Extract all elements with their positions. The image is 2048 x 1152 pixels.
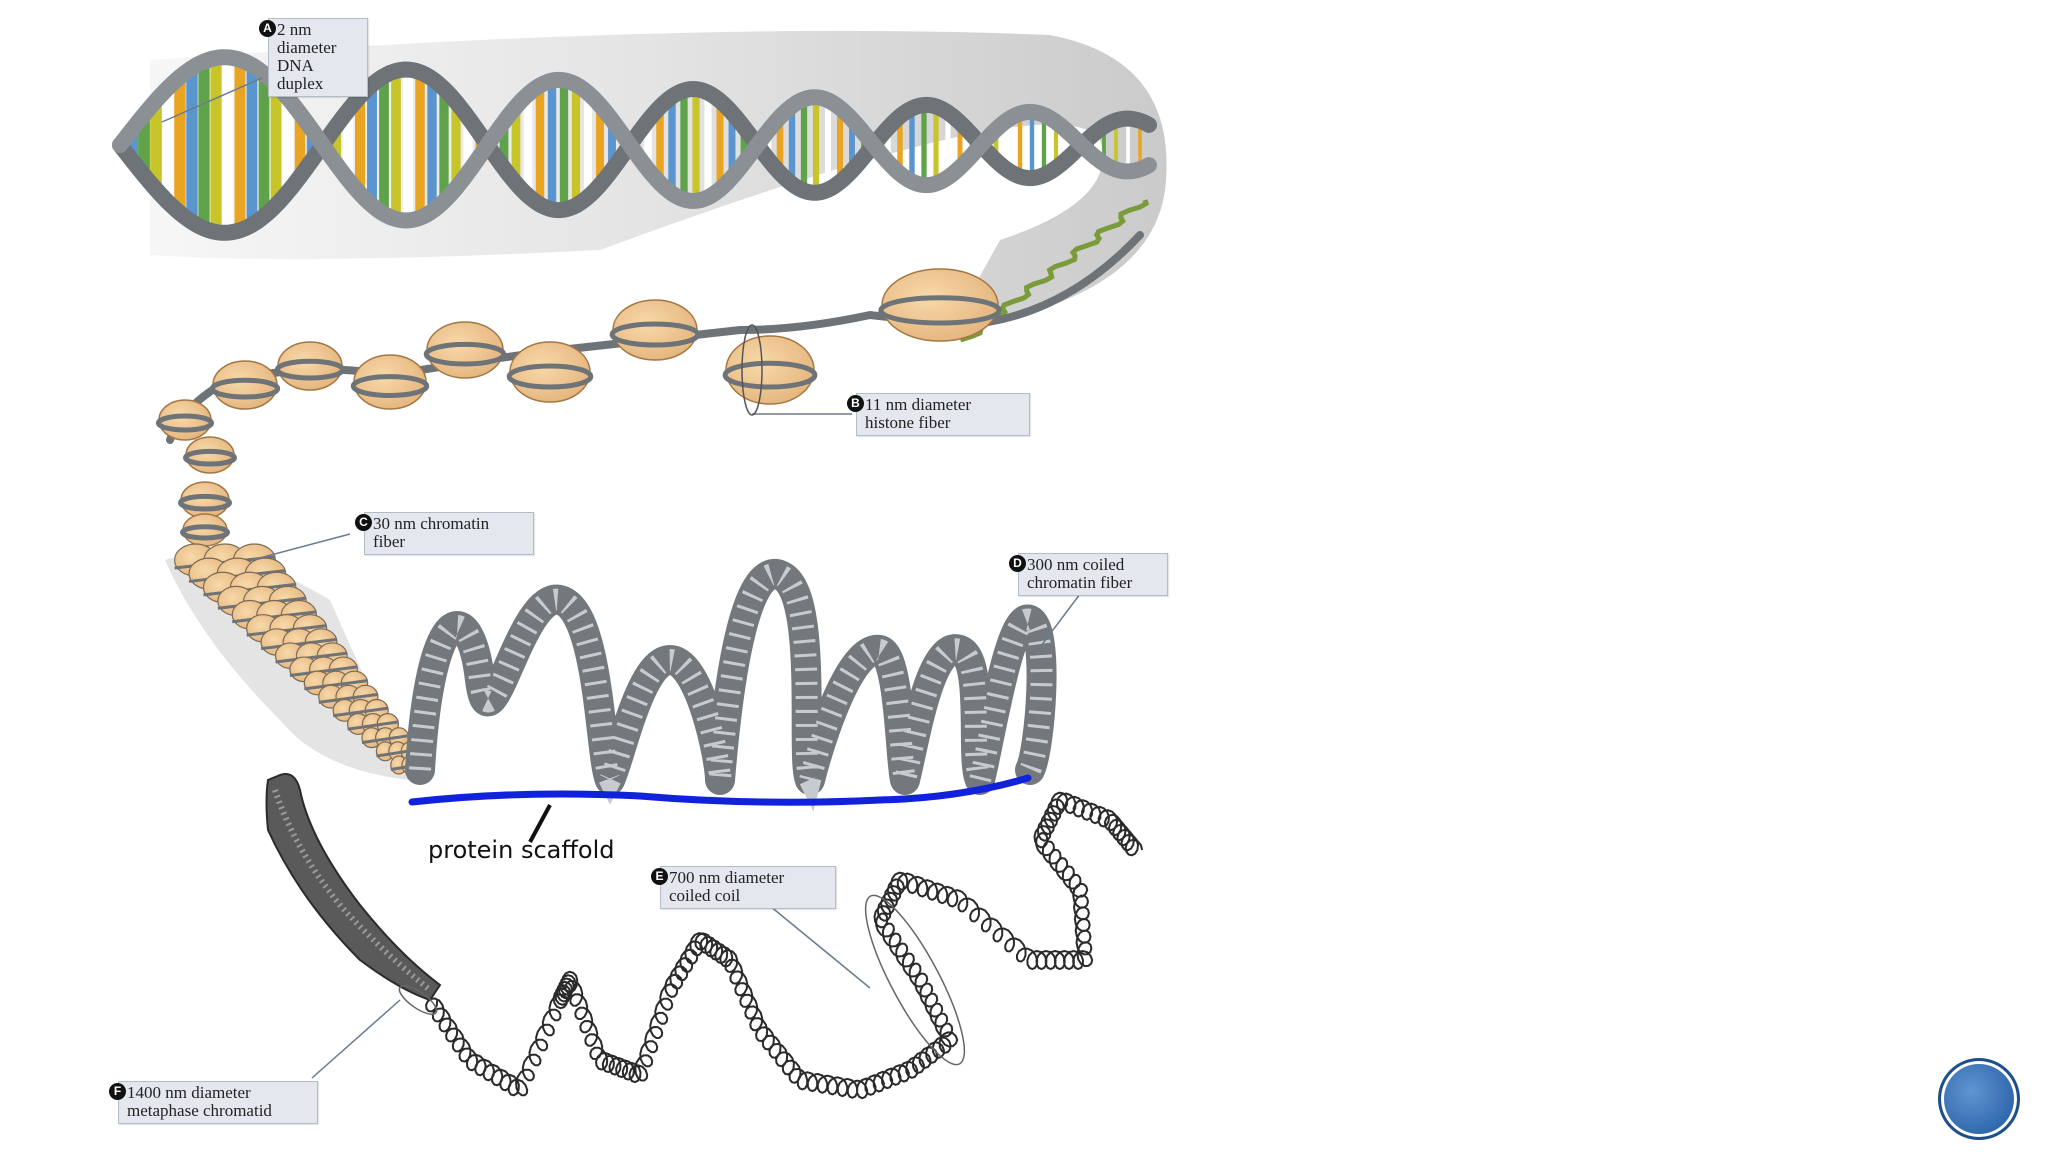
nucleosome-dna-wrap [209, 377, 281, 400]
leader-f [311, 999, 401, 1079]
coil-highlight-ellipse [864, 894, 966, 1066]
chromatin-wrap [304, 679, 368, 691]
nucleosome-dna-wrap [423, 341, 507, 367]
scaffold-pointer [528, 804, 552, 843]
nucleosome-dna-wrap [183, 448, 237, 467]
nucleosome-dna-wrap [506, 363, 594, 390]
chromatin-wrap [332, 706, 389, 718]
chromatin-wrap [260, 637, 338, 651]
histone-fiber [155, 268, 1002, 547]
chromatin-30nm-fiber [174, 543, 430, 775]
badge-e: E [651, 868, 668, 885]
dna-backbone-strand [112, 49, 1157, 229]
circle-button[interactable] [1938, 1058, 2020, 1140]
nucleosome-dna-wrap [350, 374, 430, 398]
chromatin-wrap [217, 596, 307, 610]
chromatin-wrap [275, 651, 348, 664]
leader-c [251, 533, 351, 561]
nucleosome-dna-wrap [178, 493, 232, 512]
label-e-text: 700 nm diameter coiled coil [669, 868, 785, 905]
coil-path [425, 791, 1144, 1100]
protein-scaffold-label: protein scaffold [428, 836, 615, 864]
chromatin-wrap [361, 734, 409, 745]
badge-f: F [109, 1083, 126, 1100]
chromatin-wrap [246, 624, 327, 637]
nucleosome [612, 299, 698, 361]
coiled-chromatin-loops-stripes [409, 563, 1053, 812]
nucleosome-dna-wrap [180, 524, 230, 541]
coiled-coil [425, 791, 1144, 1100]
leader-d [1037, 593, 1081, 651]
nucleosome [353, 354, 427, 410]
chromatin-wrap [232, 610, 317, 624]
nucleosome-dna-wrap [274, 358, 346, 381]
label-f-metaphase-chromatid: F 1400 nm diameter metaphase chromatid [109, 1081, 318, 1124]
nucleosome-dna-wrap [722, 360, 818, 390]
label-f-text: 1400 nm diameter metaphase chromatid [127, 1083, 272, 1120]
metaphase-chromatid [265, 773, 442, 1002]
leader-b-ring [741, 324, 763, 416]
label-d-coiled-fiber: D 300 nm coiled chromatin fiber [1009, 553, 1168, 596]
label-e-coiled-coil: E 700 nm diameter coiled coil [651, 866, 836, 909]
nucleosome [725, 335, 815, 405]
nucleosome-dna-wrap [609, 321, 701, 348]
leader-a [161, 77, 263, 123]
label-b-text: 11 nm diameter histone fiber [865, 395, 972, 432]
badge-b: B [847, 395, 864, 412]
chromatin-wrap [289, 665, 358, 677]
label-b-histone-fiber: B 11 nm diameter histone fiber [847, 393, 1030, 436]
metaphase-chromatid-texture [272, 789, 432, 993]
nucleosome-dna-wrap [878, 295, 1002, 326]
label-c-chromatin-fiber: C 30 nm chromatin fiber [355, 512, 534, 555]
badge-c: C [355, 514, 372, 531]
nucleosome [881, 268, 999, 342]
badge-d: D [1009, 555, 1026, 572]
chromatid-ring [398, 985, 438, 1015]
nucleosome [509, 341, 591, 403]
label-a-dna-duplex: A 2 nm diameter DNA duplex [259, 18, 368, 97]
label-d-text: 300 nm coiled chromatin fiber [1027, 555, 1133, 592]
chromatin-wrap [347, 720, 399, 731]
badge-a: A [259, 20, 276, 37]
chromatin-wrap [318, 692, 379, 704]
label-c-text: 30 nm chromatin fiber [373, 514, 490, 551]
leader-e [769, 905, 871, 989]
nucleosome [426, 321, 504, 379]
protein-scaffold-line [408, 774, 1032, 806]
nucleosome-dna-wrap [155, 413, 215, 433]
label-a-text: 2 nm diameter DNA duplex [277, 20, 337, 93]
